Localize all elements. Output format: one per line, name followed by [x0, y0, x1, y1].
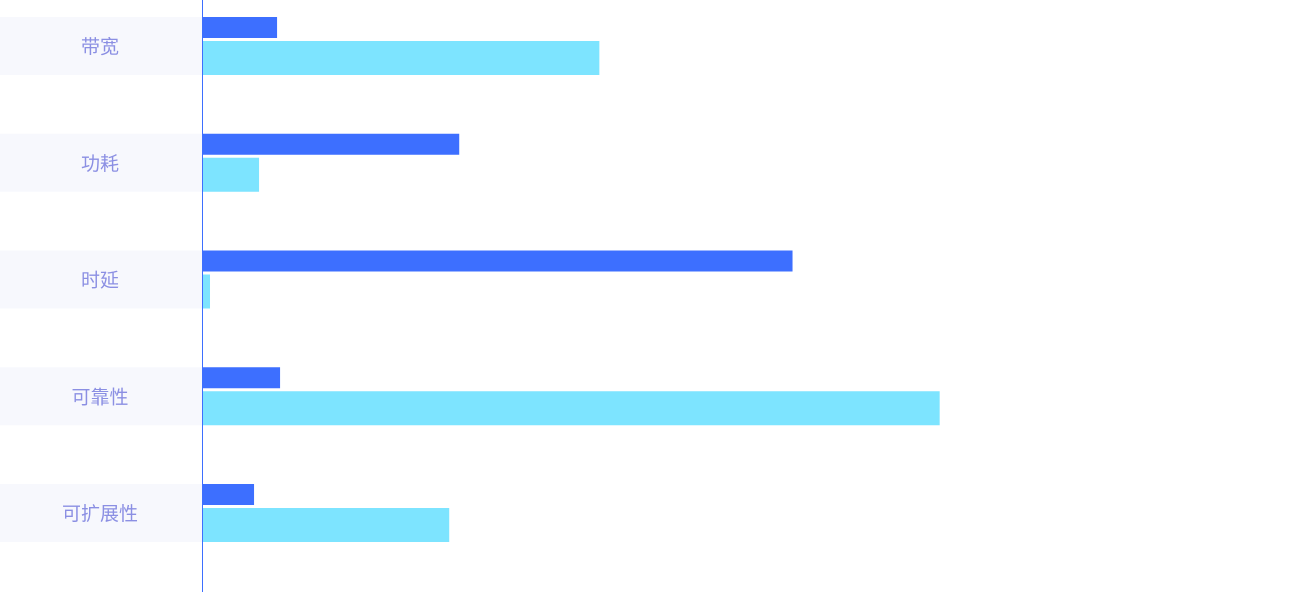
bar-series-1	[202, 17, 278, 38]
category-band	[0, 484, 202, 542]
bar-series-2	[202, 391, 940, 426]
category-band	[0, 250, 202, 309]
category-band	[0, 17, 202, 75]
category-label: 可扩展性	[62, 503, 138, 525]
bar-series-2	[202, 508, 450, 542]
category-label: 带宽	[81, 36, 119, 58]
bar-series-1	[202, 484, 255, 505]
category-band	[0, 133, 202, 192]
category-label: 可靠性	[71, 386, 128, 408]
bar-series-2	[202, 41, 600, 75]
bar-series-1	[202, 250, 793, 272]
bar-series-2	[202, 157, 260, 192]
bar-series-1	[202, 367, 281, 389]
category-label: 功耗	[81, 153, 119, 175]
bar-series-2	[202, 274, 211, 309]
category-label: 时延	[81, 270, 119, 292]
bar-series-1	[202, 133, 460, 155]
category-band	[0, 367, 202, 426]
